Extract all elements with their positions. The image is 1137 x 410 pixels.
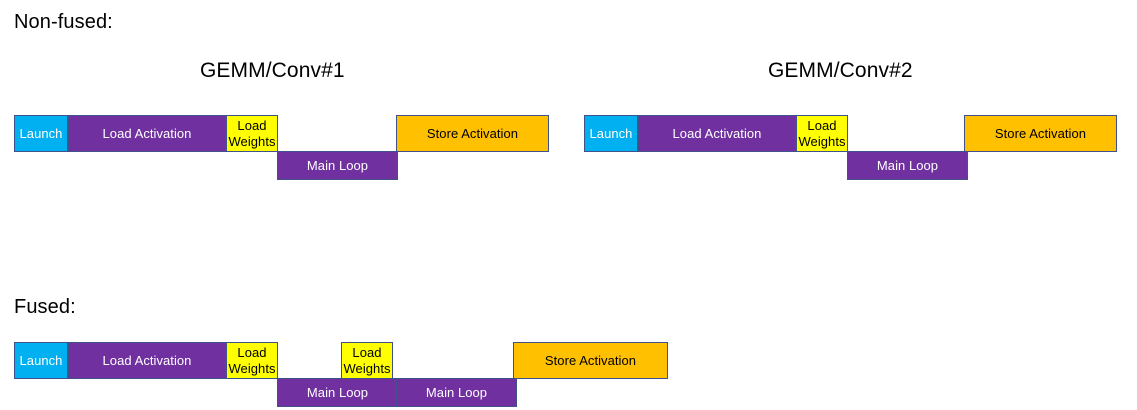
- timeline-block-load-activation-2: Load Activation: [638, 115, 796, 152]
- timeline-block-main-loop-f1: Main Loop: [277, 378, 398, 407]
- group-heading-gemm-conv-2: GEMM/Conv#2: [768, 59, 913, 82]
- timeline-block-launch-2: Launch: [584, 115, 638, 152]
- timeline-block-label: Launch: [19, 353, 63, 368]
- timeline-block-store-activation-2: Store Activation: [964, 115, 1117, 152]
- timeline-block-launch-f: Launch: [14, 342, 68, 379]
- timeline-block-label: Launch: [589, 126, 633, 141]
- timeline-block-label: Main Loop: [306, 385, 369, 400]
- timeline-block-main-loop-1: Main Loop: [277, 151, 398, 180]
- timeline-block-label: Load Weights: [228, 117, 276, 149]
- timeline-block-label: Load Weights: [798, 117, 846, 149]
- timeline-block-launch-1: Launch: [14, 115, 68, 152]
- timeline-block-store-activation-f: Store Activation: [513, 342, 668, 379]
- timeline-block-load-weights-f2: Load Weights: [341, 342, 393, 379]
- timeline-block-store-activation-1: Store Activation: [396, 115, 549, 152]
- timeline-block-label: Launch: [19, 126, 63, 141]
- timeline-block-label: Store Activation: [544, 353, 637, 368]
- timeline-block-load-weights-f1: Load Weights: [226, 342, 278, 379]
- timeline-block-load-activation-f: Load Activation: [68, 342, 226, 379]
- section-label-fused: Fused:: [14, 296, 76, 318]
- timeline-block-label: Main Loop: [876, 158, 939, 173]
- timeline-block-load-activation-1: Load Activation: [68, 115, 226, 152]
- timeline-block-label: Main Loop: [425, 385, 488, 400]
- section-label-non-fused: Non-fused:: [14, 11, 113, 33]
- timeline-block-label: Load Activation: [102, 353, 192, 368]
- timeline-block-label: Load Activation: [102, 126, 192, 141]
- timeline-block-label: Load Weights: [343, 344, 391, 376]
- group-heading-gemm-conv-1: GEMM/Conv#1: [200, 59, 345, 82]
- timeline-block-main-loop-f2: Main Loop: [396, 378, 517, 407]
- timeline-block-label: Load Activation: [672, 126, 762, 141]
- timeline-block-label: Main Loop: [306, 158, 369, 173]
- timeline-block-label: Store Activation: [426, 126, 519, 141]
- timeline-block-label: Load Weights: [228, 344, 276, 376]
- timeline-block-load-weights-2: Load Weights: [796, 115, 848, 152]
- timeline-block-label: Store Activation: [994, 126, 1087, 141]
- timeline-block-load-weights-1: Load Weights: [226, 115, 278, 152]
- timeline-block-main-loop-2: Main Loop: [847, 151, 968, 180]
